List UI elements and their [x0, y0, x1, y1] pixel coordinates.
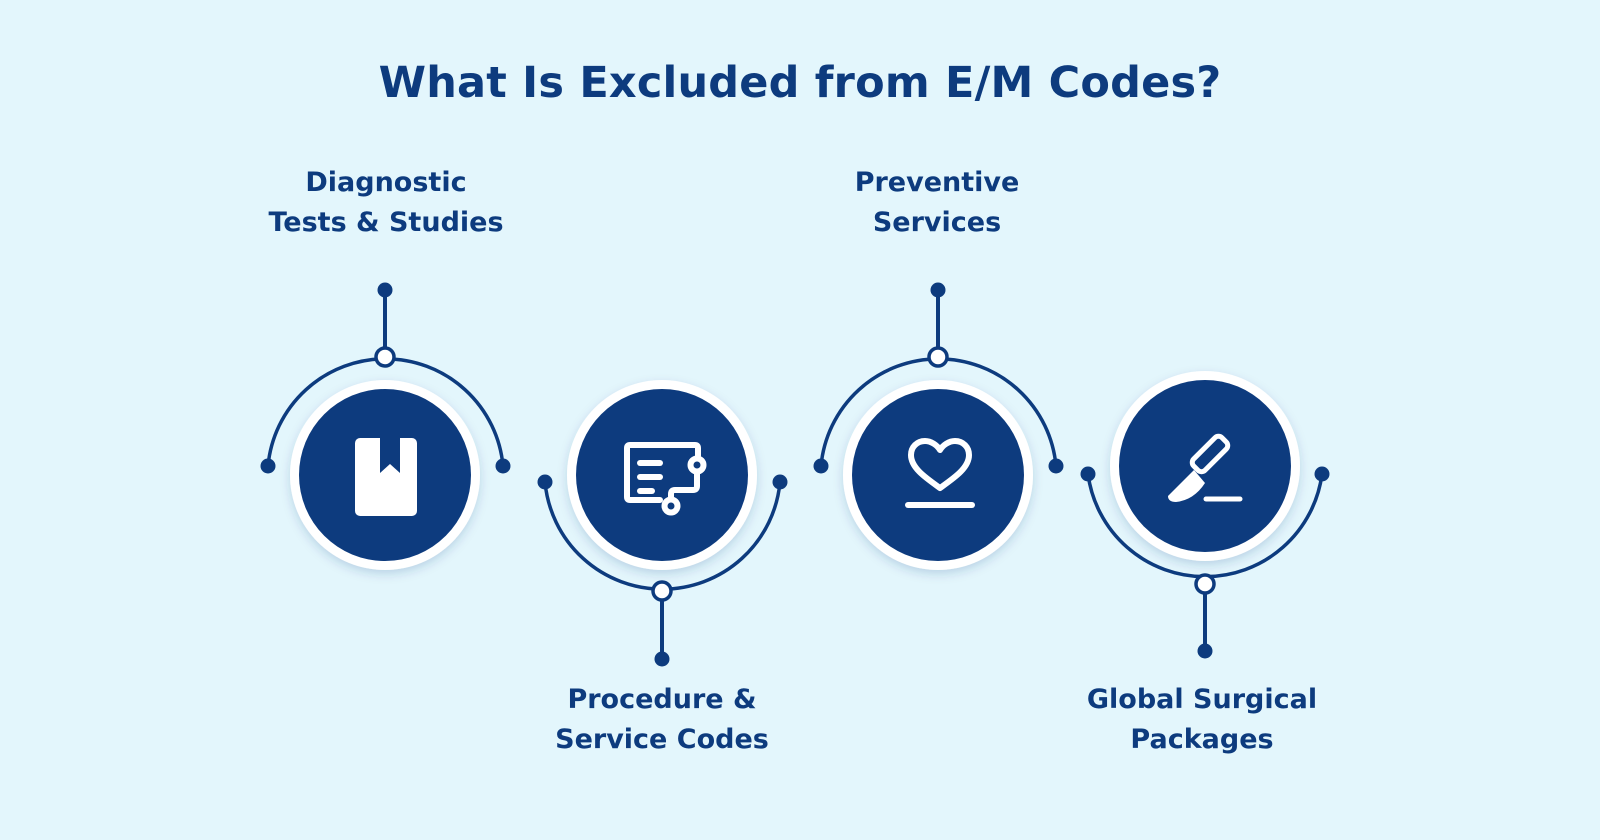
icon-disc	[852, 389, 1024, 561]
scalpel-icon	[1168, 433, 1243, 502]
label-line1: Global Surgical	[1086, 684, 1318, 715]
node-preventive-services	[813, 282, 1064, 570]
node-procedure-codes	[537, 380, 788, 667]
arc-junction	[927, 346, 949, 368]
label-global-surgical: Global Surgical Packages	[1042, 680, 1362, 760]
arc-end-dot	[1314, 466, 1330, 482]
arc-junction	[374, 346, 396, 368]
arc-junction	[651, 580, 673, 602]
arc-end-dot	[772, 474, 788, 490]
node-diagnostic-tests	[260, 282, 511, 570]
label-line1: Diagnostic	[305, 167, 467, 198]
icon-disc	[1119, 380, 1291, 552]
node-global-surgical	[1080, 371, 1330, 659]
connector-dot	[654, 651, 670, 667]
label-line2: Services	[872, 207, 1002, 238]
label-preventive-services: Preventive Services	[777, 163, 1097, 243]
connector-dot	[930, 282, 946, 298]
arc-junction	[1194, 573, 1216, 595]
heart-icon	[905, 438, 975, 508]
connector-dot	[1197, 643, 1213, 659]
label-procedure-codes: Procedure & Service Codes	[502, 680, 822, 760]
arc-end-dot	[537, 474, 553, 490]
label-line1: Preventive	[854, 167, 1020, 198]
label-line2: Tests & Studies	[268, 207, 504, 238]
label-diagnostic-tests: Diagnostic Tests & Studies	[226, 163, 546, 243]
arc-end-dot	[495, 458, 511, 474]
code-flow-icon	[624, 442, 707, 516]
arc-end-dot	[1048, 458, 1064, 474]
book-bookmark-icon	[355, 438, 417, 516]
page-title: What Is Excluded from E/M Codes?	[378, 58, 1222, 108]
connector-dot	[377, 282, 393, 298]
label-line1: Procedure &	[567, 684, 757, 715]
label-line2: Packages	[1130, 724, 1274, 755]
label-line2: Service Codes	[555, 724, 769, 755]
arc-end-dot	[813, 458, 829, 474]
arc-end-dot	[260, 458, 276, 474]
arc-end-dot	[1080, 466, 1096, 482]
